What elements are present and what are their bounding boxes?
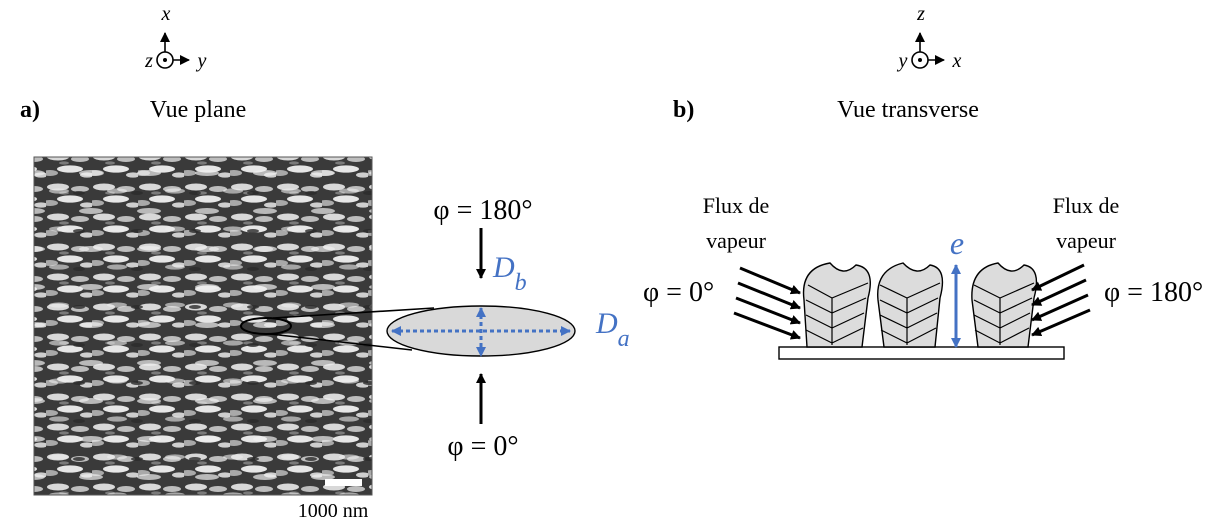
column-right	[971, 262, 1038, 348]
grain-ellipse-schematic	[386, 305, 576, 357]
axis-center-label-a: z	[144, 50, 153, 72]
sem-image	[33, 156, 373, 496]
panel-b: z x y b) Vue transverse Flux de vapeur F…	[643, 3, 1203, 360]
scale-bar-label: 1000 nm	[298, 500, 369, 522]
flux-label-right-line1: Flux de	[1053, 193, 1120, 218]
thickness-label: e	[950, 225, 964, 261]
axis-up-label-a: x	[161, 3, 171, 25]
axis-glyph-a: x y z	[144, 3, 206, 72]
panel-title-b: Vue transverse	[837, 97, 979, 123]
dimension-label-da: Da	[595, 307, 630, 352]
phi-label-top: φ = 180°	[433, 195, 532, 226]
selected-grain-marker	[240, 317, 292, 335]
flux-label-right-line2: vapeur	[1056, 228, 1117, 253]
panel-a: x y z a) Vue plane 1000 nm Da Db φ = 180…	[20, 3, 630, 522]
axis-right-label-a: y	[196, 50, 207, 72]
flux-label-left-line2: vapeur	[706, 228, 767, 253]
flux-label-left-line1: Flux de	[703, 193, 770, 218]
column-left	[802, 262, 871, 348]
dimension-label-db: Db	[492, 251, 527, 296]
axis-center-label-b: y	[897, 50, 908, 72]
axis-right-label-b: x	[952, 50, 962, 72]
axis-glyph-b: z x y	[897, 3, 962, 72]
vapor-flux-arrows-left	[733, 266, 801, 340]
phi-label-bottom: φ = 0°	[447, 431, 518, 462]
panel-label-a: a)	[20, 97, 40, 123]
panel-title-a: Vue plane	[150, 97, 247, 123]
substrate	[778, 346, 1065, 360]
scale-bar	[325, 479, 362, 486]
axis-up-label-b: z	[916, 3, 925, 25]
column-middle	[877, 262, 944, 348]
phi-label-left: φ = 0°	[643, 277, 714, 308]
panel-label-b: b)	[673, 97, 694, 123]
vapor-flux-arrows-right	[1031, 263, 1091, 337]
phi-label-right: φ = 180°	[1104, 277, 1203, 308]
